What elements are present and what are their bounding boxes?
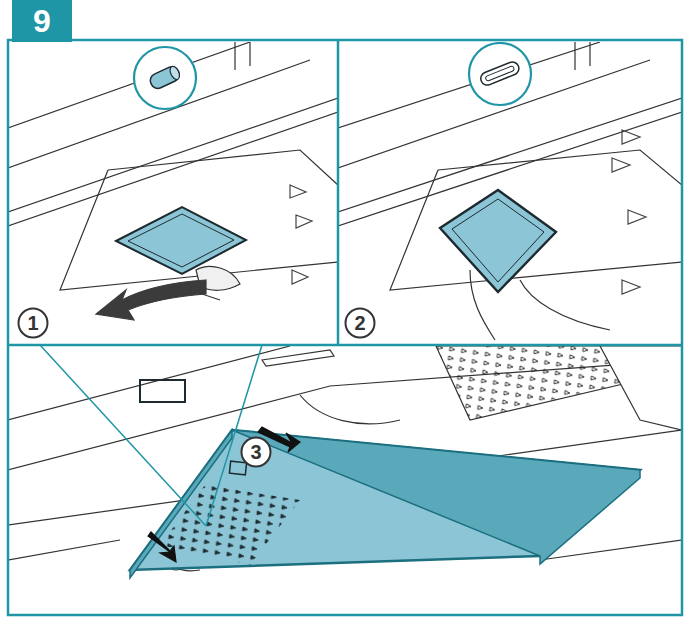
inset-remove-part	[339, 60, 650, 168]
inset-peel-part	[235, 42, 250, 70]
hood-underside-part	[262, 350, 334, 366]
callout-number-text: 3	[250, 442, 261, 462]
frame	[8, 40, 682, 615]
inset-remove-part	[469, 43, 531, 105]
leader-line-part	[206, 345, 262, 526]
inset-peel-part	[9, 60, 310, 168]
frame-part	[8, 40, 682, 615]
inset-remove-part	[479, 60, 521, 87]
inset-remove-part	[438, 150, 681, 185]
step-number: 9	[12, 0, 72, 42]
hood-underside-part	[300, 395, 400, 424]
inset-peel-part	[290, 185, 312, 284]
inset-remove-part	[440, 190, 556, 292]
inset-peel-part-part	[148, 64, 182, 90]
hood-underside-part	[229, 461, 246, 475]
leader-line	[40, 345, 262, 526]
inset-remove	[339, 42, 681, 340]
inset-remove-part-part	[485, 66, 515, 82]
inset-remove-part	[339, 98, 681, 212]
inset-remove-part-part	[479, 60, 521, 87]
inset-peel-part	[9, 112, 337, 226]
inset-peel-part	[96, 280, 206, 320]
inset-peel-part	[60, 170, 337, 290]
callout-number: 2	[344, 307, 376, 339]
hood-underside-part	[140, 380, 185, 402]
inset-peel-part-part	[168, 65, 181, 81]
inset-peel-part	[134, 47, 196, 109]
callout-number: 3	[240, 436, 272, 468]
inset-remove-part	[339, 42, 600, 128]
callout-circle	[242, 438, 271, 467]
callout-number-text: 2	[354, 313, 365, 333]
hood-underside	[9, 346, 681, 578]
hood-underside-part	[148, 532, 176, 562]
inset-peel	[9, 42, 337, 320]
frame-part	[337, 40, 340, 345]
inset-remove-part	[575, 42, 590, 70]
hood-underside-part	[130, 430, 640, 570]
frame-part	[8, 344, 682, 347]
callout-number: 1	[17, 307, 49, 339]
inset-peel-part	[9, 42, 250, 128]
inset-remove-part	[452, 199, 544, 282]
inset-peel-part	[116, 207, 246, 274]
inset-remove-part	[612, 130, 646, 294]
callout-circle	[19, 309, 48, 338]
hood-underside-part	[600, 346, 681, 430]
hood-underside-part	[9, 540, 120, 560]
leader-line-part	[40, 345, 206, 526]
inset-peel-part	[9, 98, 337, 212]
inset-peel-part	[128, 214, 234, 267]
callout-circle	[346, 309, 375, 338]
hood-underside-part	[232, 430, 640, 564]
inset-peel-part	[108, 150, 337, 185]
hood-underside-part	[160, 485, 300, 565]
step-number-text: 9	[33, 5, 51, 37]
inset-peel-part	[148, 64, 182, 90]
callout-number-text: 1	[27, 313, 38, 333]
